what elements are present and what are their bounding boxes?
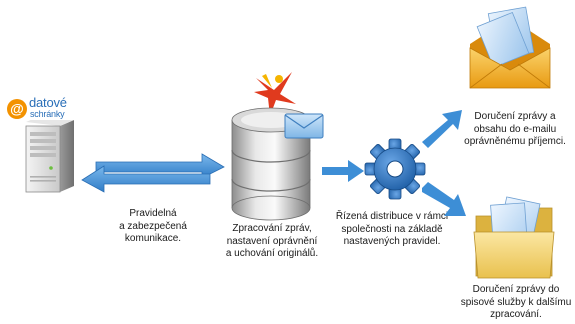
open-envelope-icon: [469, 6, 551, 89]
processing-caption: Zpracování zpráv, nastavení oprávnění a …: [214, 223, 330, 261]
logo-line1: datové: [29, 95, 67, 110]
folder-icon: [473, 196, 555, 279]
caption-line: zpracování.: [490, 309, 542, 320]
svg-text:@: @: [10, 101, 24, 117]
caption-line: nastavení oprávnění: [226, 235, 318, 247]
caption-line: Doručení zprávy do: [472, 284, 560, 295]
two-way-arrow-icon: [81, 153, 225, 193]
arrow-to-folder-icon: [422, 182, 466, 216]
envelope-icon: [284, 113, 324, 139]
caption-line: Doručení zprávy a: [474, 111, 556, 122]
caption-line: Zpracování zpráv,: [232, 223, 312, 234]
at-sign-icon: @: [7, 99, 27, 119]
gear-icon: [364, 138, 426, 200]
caption-line: společnosti na základě: [341, 223, 443, 235]
arrow-to-email-icon: [422, 110, 462, 148]
arrow-to-gear-icon: [322, 160, 364, 182]
datove-schranky-logo: @ datové schránky: [6, 96, 86, 122]
caption-line: Řízená distribuce v rámci: [335, 211, 449, 222]
caption-line: a zabezpečená: [119, 220, 187, 232]
caption-line: komunikace.: [124, 233, 182, 244]
filing-caption: Doručení zprávy do spisové služby k dalš…: [458, 284, 574, 322]
distribution-caption: Řízená distribuce v rámci společnosti na…: [330, 211, 454, 249]
logo-line2: schránky: [30, 109, 65, 119]
email-caption: Doručení zprávy a obsahu do e-mailu oprá…: [458, 111, 572, 149]
caption-line: spisové služby k dalšímu: [460, 296, 572, 308]
caption-line: nastavených pravidel.: [343, 236, 441, 247]
communication-caption: Pravidelná a zabezpečená komunikace.: [108, 208, 198, 246]
star-figure-icon: [254, 72, 296, 116]
caption-line: a uchování originálů.: [225, 248, 319, 259]
caption-line: oprávněnému příjemci.: [464, 136, 566, 147]
server-tower-icon: [25, 120, 74, 193]
caption-line: obsahu do e-mailu: [473, 123, 557, 135]
caption-line: Pravidelná: [129, 208, 177, 219]
